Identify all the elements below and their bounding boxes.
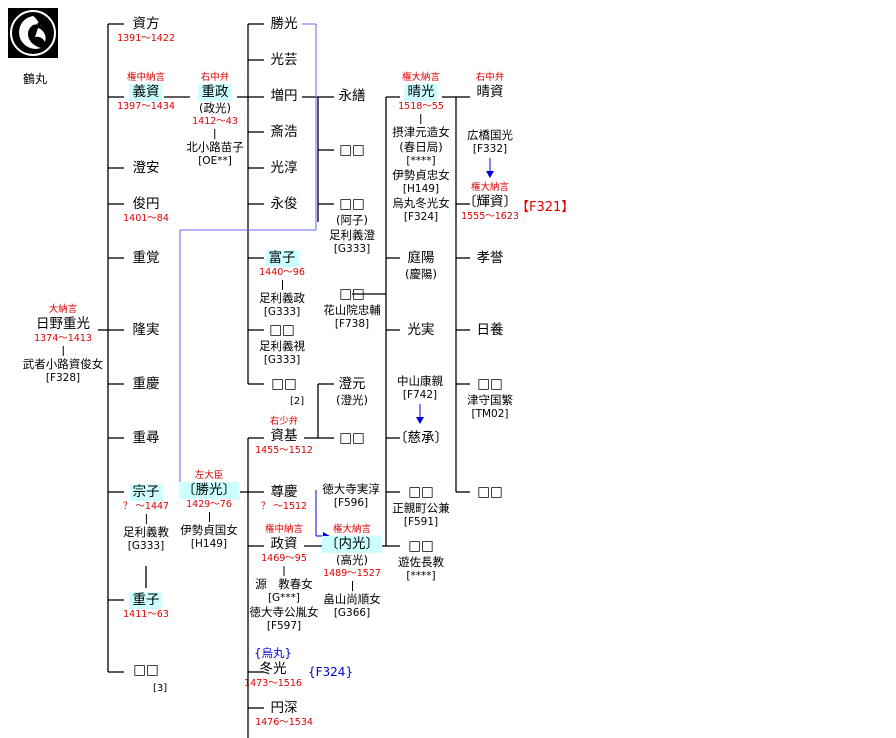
person-tomiko: 富子 1440～96 足利義政 [G333] — [259, 250, 305, 318]
name: 日野重光 — [36, 316, 90, 332]
crane-crest-icon — [8, 8, 58, 58]
person-harumitsu: 権大納言 晴光 1518～55 摂津元造女 (春日局) [****] 伊勢貞忠女… — [392, 72, 450, 223]
spouse: 武者小路資俊女 — [22, 357, 104, 371]
person-muneko: 宗子 ？ ～1447 足利義教 [G333] — [122, 484, 170, 552]
person-unknown-a: □□ — [339, 142, 365, 158]
source: [F328] — [45, 372, 81, 384]
arrow-hirohashi-icon — [486, 171, 494, 178]
person-shoko: 勝光 — [270, 16, 298, 32]
person-sukemoto: 右少弁 資基 1455～1512 — [255, 416, 313, 456]
person-unknown-tsumori: □□ 津守国繁 [TM02] — [467, 376, 513, 420]
person-sukekata: 資方 1391～1422 — [117, 16, 175, 44]
person-enshin: 円深 1476～1534 — [255, 700, 313, 728]
person-unknown-yusa: □□ 遊佐長教 [****] — [398, 538, 444, 582]
person-nichiyo: 日養 — [476, 322, 504, 338]
person-choan: 澄安 — [132, 160, 160, 176]
person-unknown-2: □□ — [271, 376, 297, 392]
person-shunen: 俊円 1401～84 — [123, 196, 169, 224]
note-2: [2] — [290, 396, 305, 407]
person-juson: 重尋 — [132, 430, 160, 446]
person-nakayama: 中山康親 [F742] — [397, 374, 443, 401]
person-jukei: 重慶 — [132, 376, 160, 392]
person-hirohashi: 広橋国光 [F332] — [467, 128, 513, 155]
fuyumitsu-ref: {F324} — [308, 665, 354, 679]
person-unknown-yoshimi: □□ 足利義視 [G333] — [259, 322, 305, 366]
person-shigemitsu: 大納言 日野重光 1374～1413 武者小路資俊女 [F328] — [23, 304, 104, 385]
person-jisho: 〔慈承〕 — [394, 430, 448, 446]
person-unknown-b: □□ — [339, 430, 365, 446]
person-uchimitsu: 権大納言 〔内光〕 (高光) 1489～1527 畠山尚順女 [G366] — [322, 524, 382, 619]
person-choen: 澄元 (澄光) — [336, 376, 368, 407]
note-3: [3] — [153, 683, 168, 694]
person-saiko: 斎浩 — [270, 124, 298, 140]
crest-label: 鶴丸 — [23, 72, 48, 86]
person-fuyumitsu: {烏丸} 冬光 1473～1516 — [244, 646, 302, 689]
person-ryujitsu: 隆実 — [132, 322, 160, 338]
person-unknown-3: □□ — [133, 662, 159, 678]
person-eishun: 永俊 — [270, 196, 298, 212]
person-unknown-oogi: □□ 正親町公兼 [F591] — [392, 484, 450, 528]
person-kojun: 光淳 — [270, 160, 298, 176]
person-shigemasa: 右中弁 重政 (政光) 1412～43 北小路苗子 [OE**] — [186, 72, 244, 167]
person-unknown-kazan: □□ 花山院忠輔 [F738] — [323, 286, 381, 330]
person-unknown-last: □□ — [477, 484, 503, 500]
person-chokaku: 重覚 — [132, 250, 160, 266]
person-katsumitsu-left: 左大臣 〔勝光〕 1429～76 伊勢貞国女 [H149] — [179, 470, 239, 550]
person-tokudaiji: 徳大寺実淳 [F596] — [322, 482, 380, 509]
years: 1374～1413 — [34, 333, 92, 344]
person-kosei: 孝誉 — [476, 250, 504, 266]
person-yoshisuke: 権中納言 義資 1397～1434 — [117, 72, 175, 112]
person-kogei: 光芸 — [270, 52, 298, 68]
person-kojitsu: 光実 — [407, 322, 435, 338]
person-eizen: 永繕 — [338, 88, 366, 104]
person-soukei: 尊慶 ？ ～1512 — [260, 484, 308, 512]
person-teiyo: 庭陽 (慶陽) — [405, 250, 437, 281]
title: 大納言 — [48, 304, 78, 315]
terusuke-ref: 【F321】 — [516, 200, 575, 215]
person-harusuke: 右中弁 晴資 — [475, 72, 505, 100]
person-unknown-ako: □□ (阿子) 足利義澄 [G333] — [329, 196, 375, 255]
person-terusuke: 権大納言 〔輝資〕 1555～1623 — [461, 182, 519, 222]
arrow-nakayama-icon — [416, 417, 424, 424]
person-masasuke: 権中納言 政資 1469～95 源 教春女 [G***] 徳大寺公胤女 [F59… — [249, 524, 319, 632]
person-zoen: 増円 — [270, 88, 298, 104]
person-shigeko: 重子 1411～63 — [123, 592, 169, 620]
